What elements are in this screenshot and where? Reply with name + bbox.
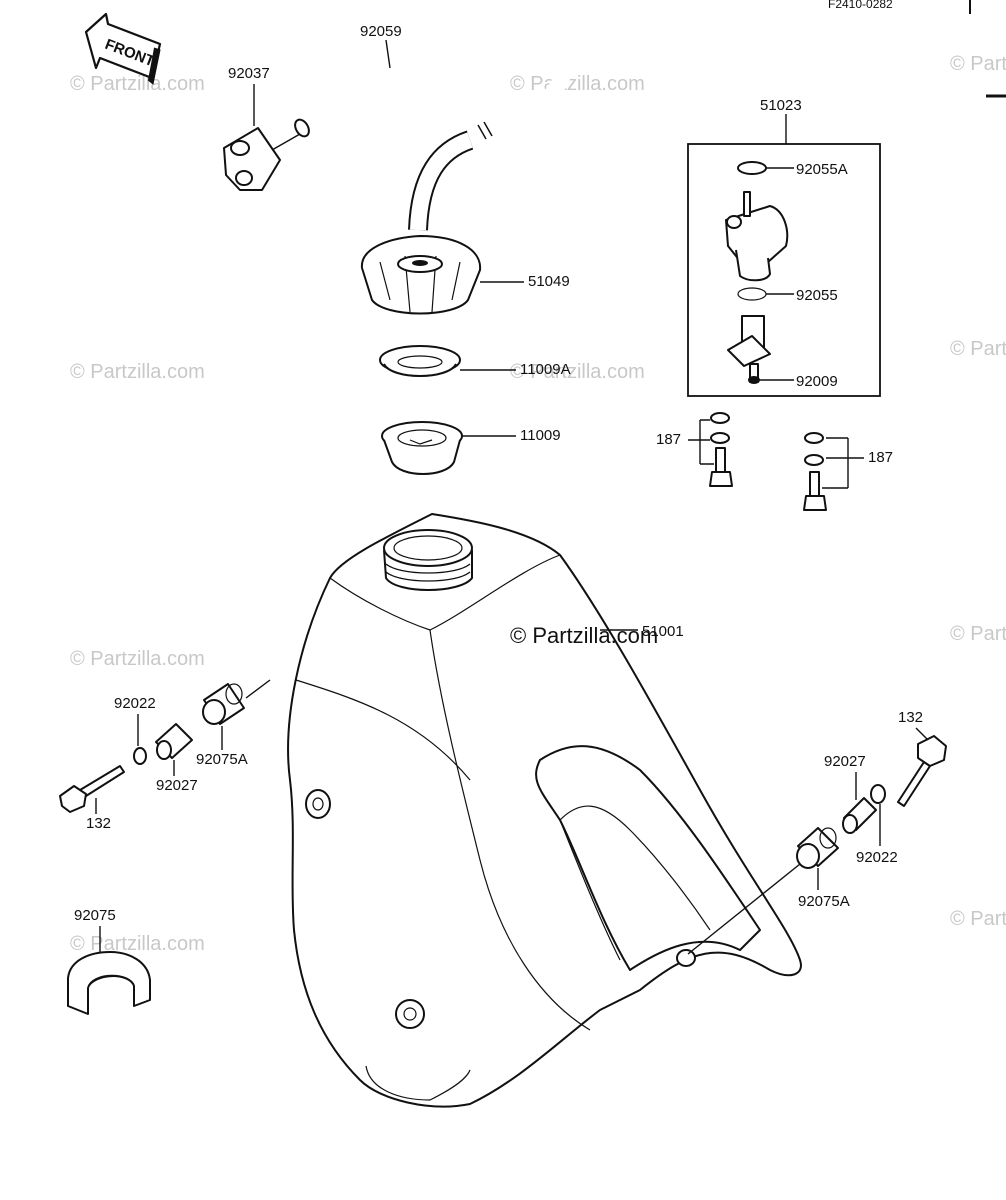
fuel-cap-51049 [360,235,482,315]
gasket-11009A [379,345,461,377]
mount-hardware-right [796,735,947,869]
callout-51023: 51023 [760,97,802,114]
watermark-5: © Partzilla.com [510,361,645,383]
callout-11009: 11009 [520,427,561,444]
cap-seal-11009 [381,421,463,475]
callout-92022-right: 92022 [856,849,898,866]
callout-92055A: 92055A [796,161,848,178]
fuel-cock-assembly-51023 [687,143,881,397]
callout-132-right: 132 [898,709,923,726]
callout-92075A-right: 92075A [798,893,850,910]
mount-hardware-left [59,683,245,813]
leader-92037-hose [271,133,301,151]
watermark-4: © Partzilla.com [70,361,205,383]
watermark-2: © Partzilla.com [510,73,645,95]
callout-92075A-left: 92075A [196,751,248,768]
callout-51001: 51001 [642,623,684,640]
leader-right-to-tank [687,863,801,955]
watermark-7: © Partzilla.com [70,648,205,670]
watermark-main: © Partzilla.com [510,623,658,648]
callout-187-left: 187 [656,431,681,448]
callout-92055: 92055 [796,287,838,304]
callout-92037: 92037 [228,65,270,82]
bolt-set-187-left [709,412,733,487]
watermark-3: © Partzilla.com [950,53,1006,75]
callout-92009: 92009 [796,373,838,390]
fuel-tank-51001 [287,513,802,1108]
breather-hose-92059 [294,11,577,231]
callout-92027-left: 92027 [156,777,198,794]
callout-51049: 51049 [528,273,570,290]
bolt-set-187-right [803,432,827,511]
watermark-6: © Partzilla.com [950,338,1006,360]
watermark-11: © Partzilla.com [950,908,1006,930]
leader-187-left [688,419,714,465]
watermark-8: © Partzilla.com [950,623,1006,645]
leader-92059 [385,39,391,69]
clamp-92037 [223,127,281,191]
callout-11009A: 11009A [520,361,571,378]
front-arrow-icon: FRONT [84,12,162,85]
callout-132-left: 132 [86,815,111,832]
rubber-bushing-92075 [67,951,151,1015]
callout-92022-left: 92022 [114,695,156,712]
watermark-1: © Partzilla.com [70,73,205,95]
reference-code: F2410-0282 [828,0,893,11]
leader-187-right [822,437,864,489]
callout-187-right: 187 [868,449,893,466]
callout-92027-right: 92027 [824,753,866,770]
leader-left-to-tank [245,679,271,699]
leader-132-right [915,727,929,741]
callout-92075: 92075 [74,907,116,924]
watermark-9: © Partzilla.com [70,933,205,955]
callout-92059: 92059 [360,23,402,40]
